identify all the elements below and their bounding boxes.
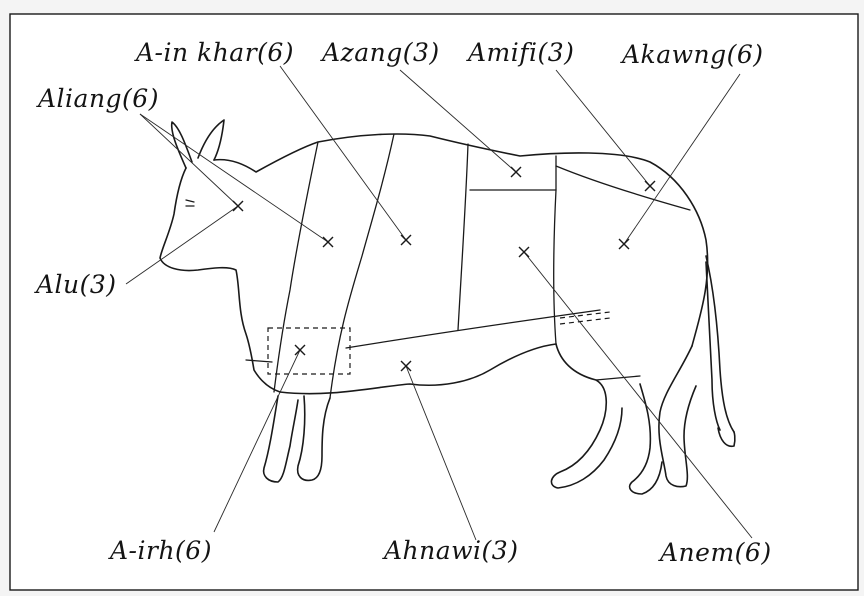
label-ainkhar: A-in khar(6): [136, 40, 294, 65]
label-aliang: Aliang(6): [38, 86, 159, 111]
label-akawng: Akawng(6): [622, 42, 764, 67]
label-anem: Anem(6): [660, 540, 772, 565]
label-amifi: Amifi(3): [468, 40, 574, 65]
label-azang: Azang(3): [322, 40, 440, 65]
label-alu: Alu(3): [36, 272, 117, 297]
label-airh: A-irh(6): [110, 538, 212, 563]
label-ahnawi: Ahnawi(3): [384, 538, 518, 563]
